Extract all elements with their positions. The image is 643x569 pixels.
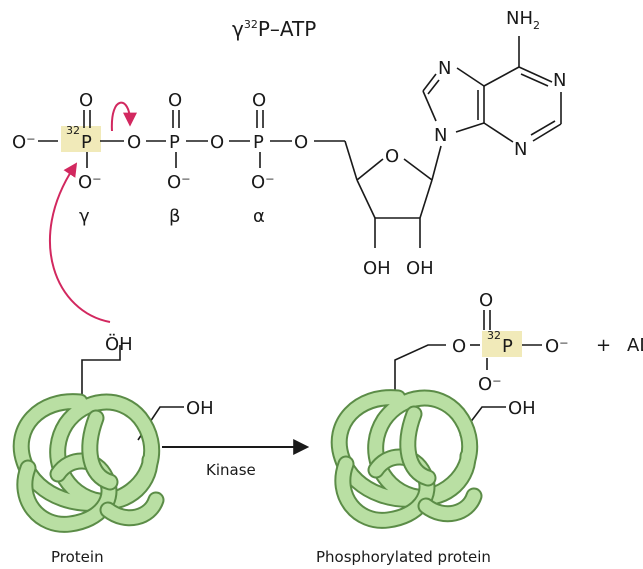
product-o-top: O [479, 290, 493, 311]
bridge-o-alpha-ribose: O [294, 132, 308, 153]
product-hydroxyl-side: OH [508, 398, 536, 419]
adenine-base: N N NH2 N N [422, 8, 566, 160]
adenine-n9: N [434, 125, 447, 146]
alpha-o-top: O [252, 90, 266, 111]
protein-coil-right [330, 389, 483, 529]
gamma-o-minus-bottom: O⁻ [78, 172, 102, 193]
adenine-n7: N [438, 58, 451, 79]
product-o-minus-bottom: O⁻ [478, 374, 502, 395]
protein-label: Protein [51, 548, 104, 566]
ribose-ring-oxygen: O [385, 146, 399, 167]
product-bridge-oxygen: O [452, 336, 466, 357]
beta-phosphorus: P [169, 132, 180, 153]
alpha-o-minus-bottom: O⁻ [251, 172, 275, 193]
gamma-phosphorus: P [81, 132, 92, 153]
gamma-o-top: O [79, 90, 93, 111]
adp-text: ADP [627, 335, 643, 356]
ribose-2-hydroxyl: OH [363, 258, 391, 279]
product-phosphorus: P [502, 336, 513, 357]
gamma-o-minus-left: O⁻ [12, 132, 36, 153]
protein-coil-left [12, 393, 165, 533]
bridge-o-gamma-beta: O [127, 132, 141, 153]
product-p32-highlight [482, 331, 522, 357]
adenine-amino: NH2 [506, 8, 540, 32]
gamma-label: γ [79, 206, 90, 227]
p32-label-sup: 32 [66, 124, 80, 137]
adenine-n1: N [553, 70, 566, 91]
phosphorylated-protein-label: Phosphorylated protein [316, 548, 491, 566]
ribose-ring: O OH OH [356, 145, 442, 279]
alpha-phosphorus: P [253, 132, 264, 153]
enzyme-label: Kinase [206, 461, 256, 479]
alpha-label: α [253, 206, 265, 227]
product-o-minus-right: O⁻ [545, 336, 569, 357]
product-p32-sup: 32 [487, 329, 501, 342]
nucleophilic-attack-arrow [49, 162, 111, 323]
beta-o-top: O [168, 90, 182, 111]
p32-highlight [61, 126, 101, 152]
protein-hydroxyl-side: OH [186, 398, 214, 419]
bridge-o-beta-alpha: O [210, 132, 224, 153]
plus-sign: + [596, 335, 611, 356]
atp-title: γ32P–ATP [232, 17, 316, 41]
electron-shift-arrow [110, 101, 137, 132]
triphosphate-chain: O⁻ 32 P O O⁻ γ O P O O⁻ β O P O O⁻ α [12, 90, 358, 227]
phosphorylated-protein: O 32 P O O⁻ O⁻ + OH Phosphorylated prote… [316, 290, 611, 566]
adenine-n3: N [514, 139, 527, 160]
ribose-3-hydroxyl: OH [406, 258, 434, 279]
protein-hydroxyl-top: ÖH [105, 333, 133, 355]
beta-label: β [169, 206, 181, 227]
beta-o-minus-bottom: O⁻ [167, 172, 191, 193]
protein-left: ÖH OH Protein [12, 333, 214, 566]
